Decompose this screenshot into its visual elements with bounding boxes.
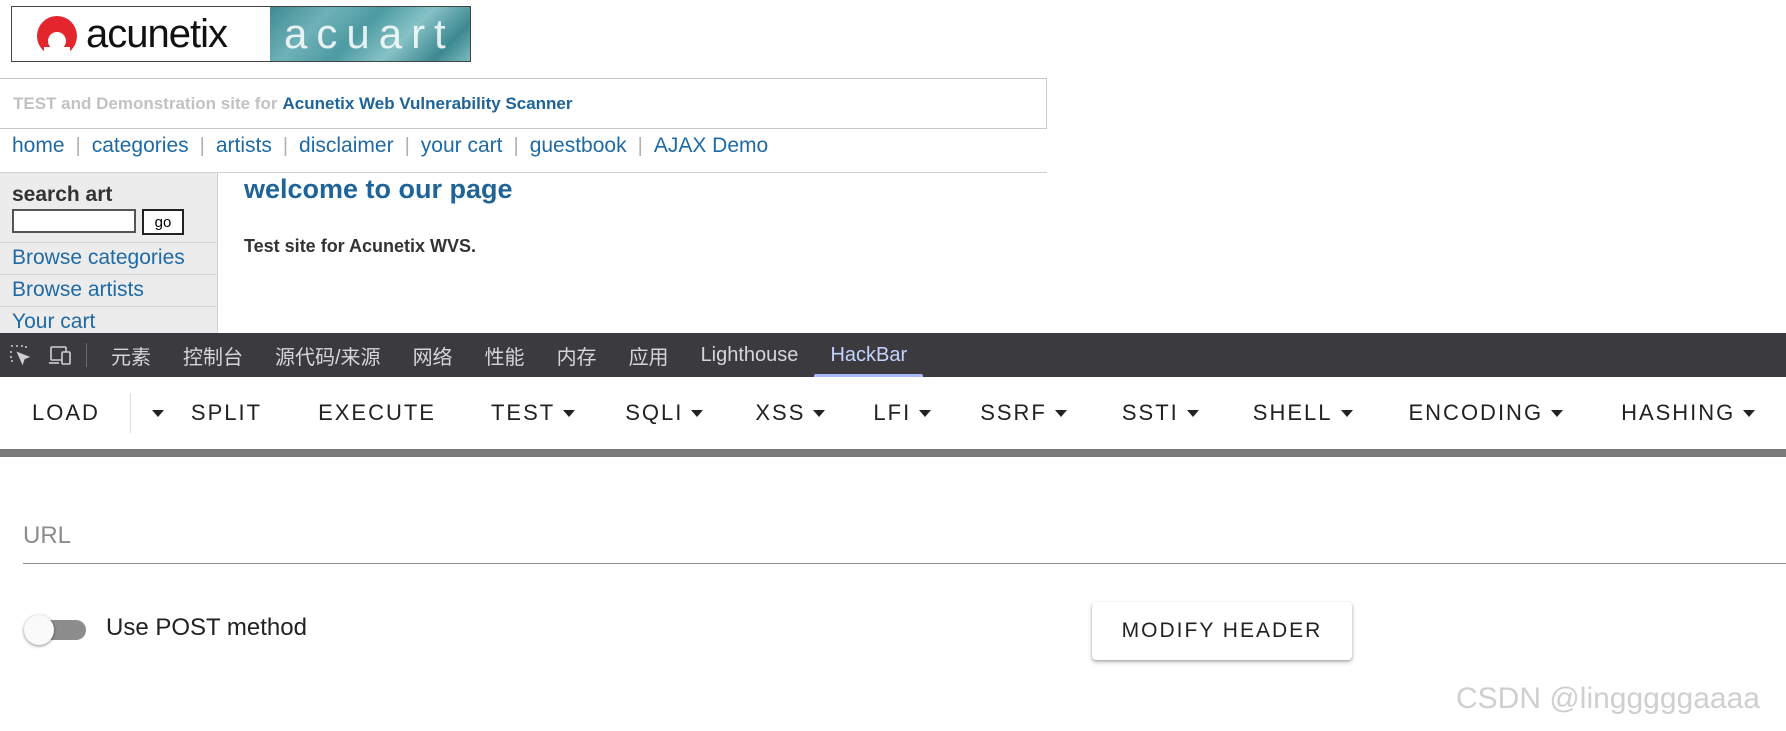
nav-separator: |	[404, 134, 410, 157]
caret-down-icon	[563, 409, 576, 417]
watermark-text: CSDN @lingggggaaaa	[1456, 682, 1760, 715]
toolbar-divider	[86, 343, 87, 367]
caret-down-icon	[1340, 409, 1353, 417]
execute-button[interactable]: EXECUTE	[318, 377, 436, 449]
caret-down-icon	[691, 409, 704, 417]
caret-down-icon	[1551, 409, 1564, 417]
chevron-down-icon	[151, 409, 164, 417]
sidebar-link-browse-artists[interactable]: Browse artists	[0, 274, 218, 306]
caret-down-icon	[1743, 409, 1756, 417]
tagline-prefix: TEST and Demonstration site for	[13, 93, 278, 113]
sqli-menu-label: SQLI	[625, 400, 684, 425]
site-logo[interactable]: acunetix acuart	[11, 6, 471, 62]
caret-down-icon	[919, 409, 932, 417]
load-button-label: LOAD	[32, 400, 100, 425]
tab-sources[interactable]: 源代码/来源	[275, 346, 381, 369]
tab-memory[interactable]: 内存	[556, 346, 597, 369]
nav-divider	[0, 172, 1047, 173]
split-button-label: SPLIT	[190, 400, 263, 425]
left-sidebar: search art go Browse categories Browse a…	[0, 173, 218, 333]
encoding-menu-button[interactable]: ENCODING	[1409, 377, 1564, 449]
nav-separator: |	[282, 134, 289, 157]
xss-menu-label: XSS	[755, 400, 806, 425]
sidebar-link-your-cart[interactable]: Your cart	[0, 306, 218, 338]
caret-down-icon	[813, 409, 826, 417]
load-button[interactable]: LOAD	[0, 377, 100, 449]
modify-header-button[interactable]: MODIFY HEADER	[1092, 602, 1352, 660]
nav-artists[interactable]: artists	[215, 134, 272, 157]
sqli-menu-button[interactable]: SQLI	[625, 377, 704, 449]
load-split-divider	[129, 393, 131, 433]
nav-home[interactable]: home	[12, 134, 65, 157]
devtools-tab-bar: 元素 控制台 源代码/来源 网络 性能 内存 应用 Lighthouse Hac…	[0, 333, 1786, 377]
top-navigation: home | categories | artists | disclaimer…	[12, 131, 768, 161]
tagline-product-link[interactable]: Acunetix Web Vulnerability Scanner	[282, 93, 573, 113]
logo-banner-text: acuart	[284, 10, 455, 57]
test-menu-label: TEST	[490, 400, 556, 425]
execute-button-label: EXECUTE	[318, 400, 436, 425]
toolbar-bottom-bar	[0, 449, 1786, 457]
post-method-toggle[interactable]	[24, 615, 86, 645]
caret-down-icon	[1186, 409, 1199, 417]
tab-lighthouse[interactable]: Lighthouse	[700, 343, 799, 366]
split-button[interactable]: SPLIT	[191, 377, 262, 449]
acunetix-logo-icon	[37, 16, 77, 57]
url-field-label: URL	[23, 522, 72, 549]
search-art-label: search art	[12, 183, 113, 206]
logo-brand-text: acunetix	[86, 12, 228, 56]
load-dropdown-button[interactable]	[139, 377, 177, 449]
search-go-button[interactable]: go	[142, 209, 184, 235]
acuart-banner: acuart	[270, 7, 470, 61]
nav-separator: |	[637, 134, 643, 157]
url-input[interactable]: URL	[23, 518, 1786, 564]
website-viewport: acunetix acuart TEST and Demonstration s…	[0, 0, 1786, 333]
nav-categories[interactable]: categories	[91, 134, 189, 157]
nav-disclaimer[interactable]: disclaimer	[299, 134, 394, 157]
page-intro-text: Test site for Acunetix WVS.	[244, 236, 477, 256]
hackbar-toolbar: LOAD SPLIT EXECUTE TEST SQLI XSS LFI SSR…	[0, 377, 1786, 449]
hashing-menu-label: HASHING	[1621, 400, 1736, 425]
tab-hackbar[interactable]: HackBar	[814, 333, 923, 377]
site-tagline: TEST and Demonstration site for Acunetix…	[0, 78, 1047, 129]
encoding-menu-label: ENCODING	[1408, 400, 1544, 425]
search-art-input[interactable]	[12, 209, 136, 233]
nav-ajax-demo[interactable]: AJAX Demo	[653, 134, 769, 157]
nav-separator: |	[199, 134, 205, 157]
nav-separator: |	[75, 134, 81, 157]
shell-menu-button[interactable]: SHELL	[1253, 377, 1353, 449]
tab-application[interactable]: 应用	[628, 346, 669, 369]
inspect-element-icon[interactable]	[0, 333, 40, 377]
page-title: welcome to our page	[244, 174, 513, 204]
test-menu-button[interactable]: TEST	[490, 377, 576, 449]
post-method-label[interactable]: Use POST method	[106, 614, 307, 641]
sidebar-link-browse-categories[interactable]: Browse categories	[0, 242, 218, 274]
lfi-menu-label: LFI	[873, 400, 912, 425]
lfi-menu-button[interactable]: LFI	[873, 377, 932, 449]
hashing-menu-button[interactable]: HASHING	[1621, 377, 1756, 449]
device-toolbar-icon[interactable]	[40, 333, 80, 377]
tab-network[interactable]: 网络	[412, 346, 453, 369]
tab-elements[interactable]: 元素	[111, 346, 151, 369]
nav-guestbook[interactable]: guestbook	[529, 134, 627, 157]
tab-console[interactable]: 控制台	[183, 346, 243, 369]
xss-menu-button[interactable]: XSS	[755, 377, 826, 449]
nav-your-cart[interactable]: your cart	[420, 134, 503, 157]
ssrf-menu-label: SSRF	[980, 400, 1047, 425]
ssti-menu-label: SSTI	[1121, 400, 1179, 425]
ssti-menu-button[interactable]: SSTI	[1122, 377, 1199, 449]
nav-separator: |	[513, 134, 519, 157]
shell-menu-label: SHELL	[1252, 400, 1333, 425]
caret-down-icon	[1054, 409, 1067, 417]
tab-performance[interactable]: 性能	[484, 346, 525, 369]
acunetix-logo: acunetix	[12, 7, 270, 61]
toggle-knob	[24, 615, 54, 645]
ssrf-menu-button[interactable]: SSRF	[980, 377, 1067, 449]
